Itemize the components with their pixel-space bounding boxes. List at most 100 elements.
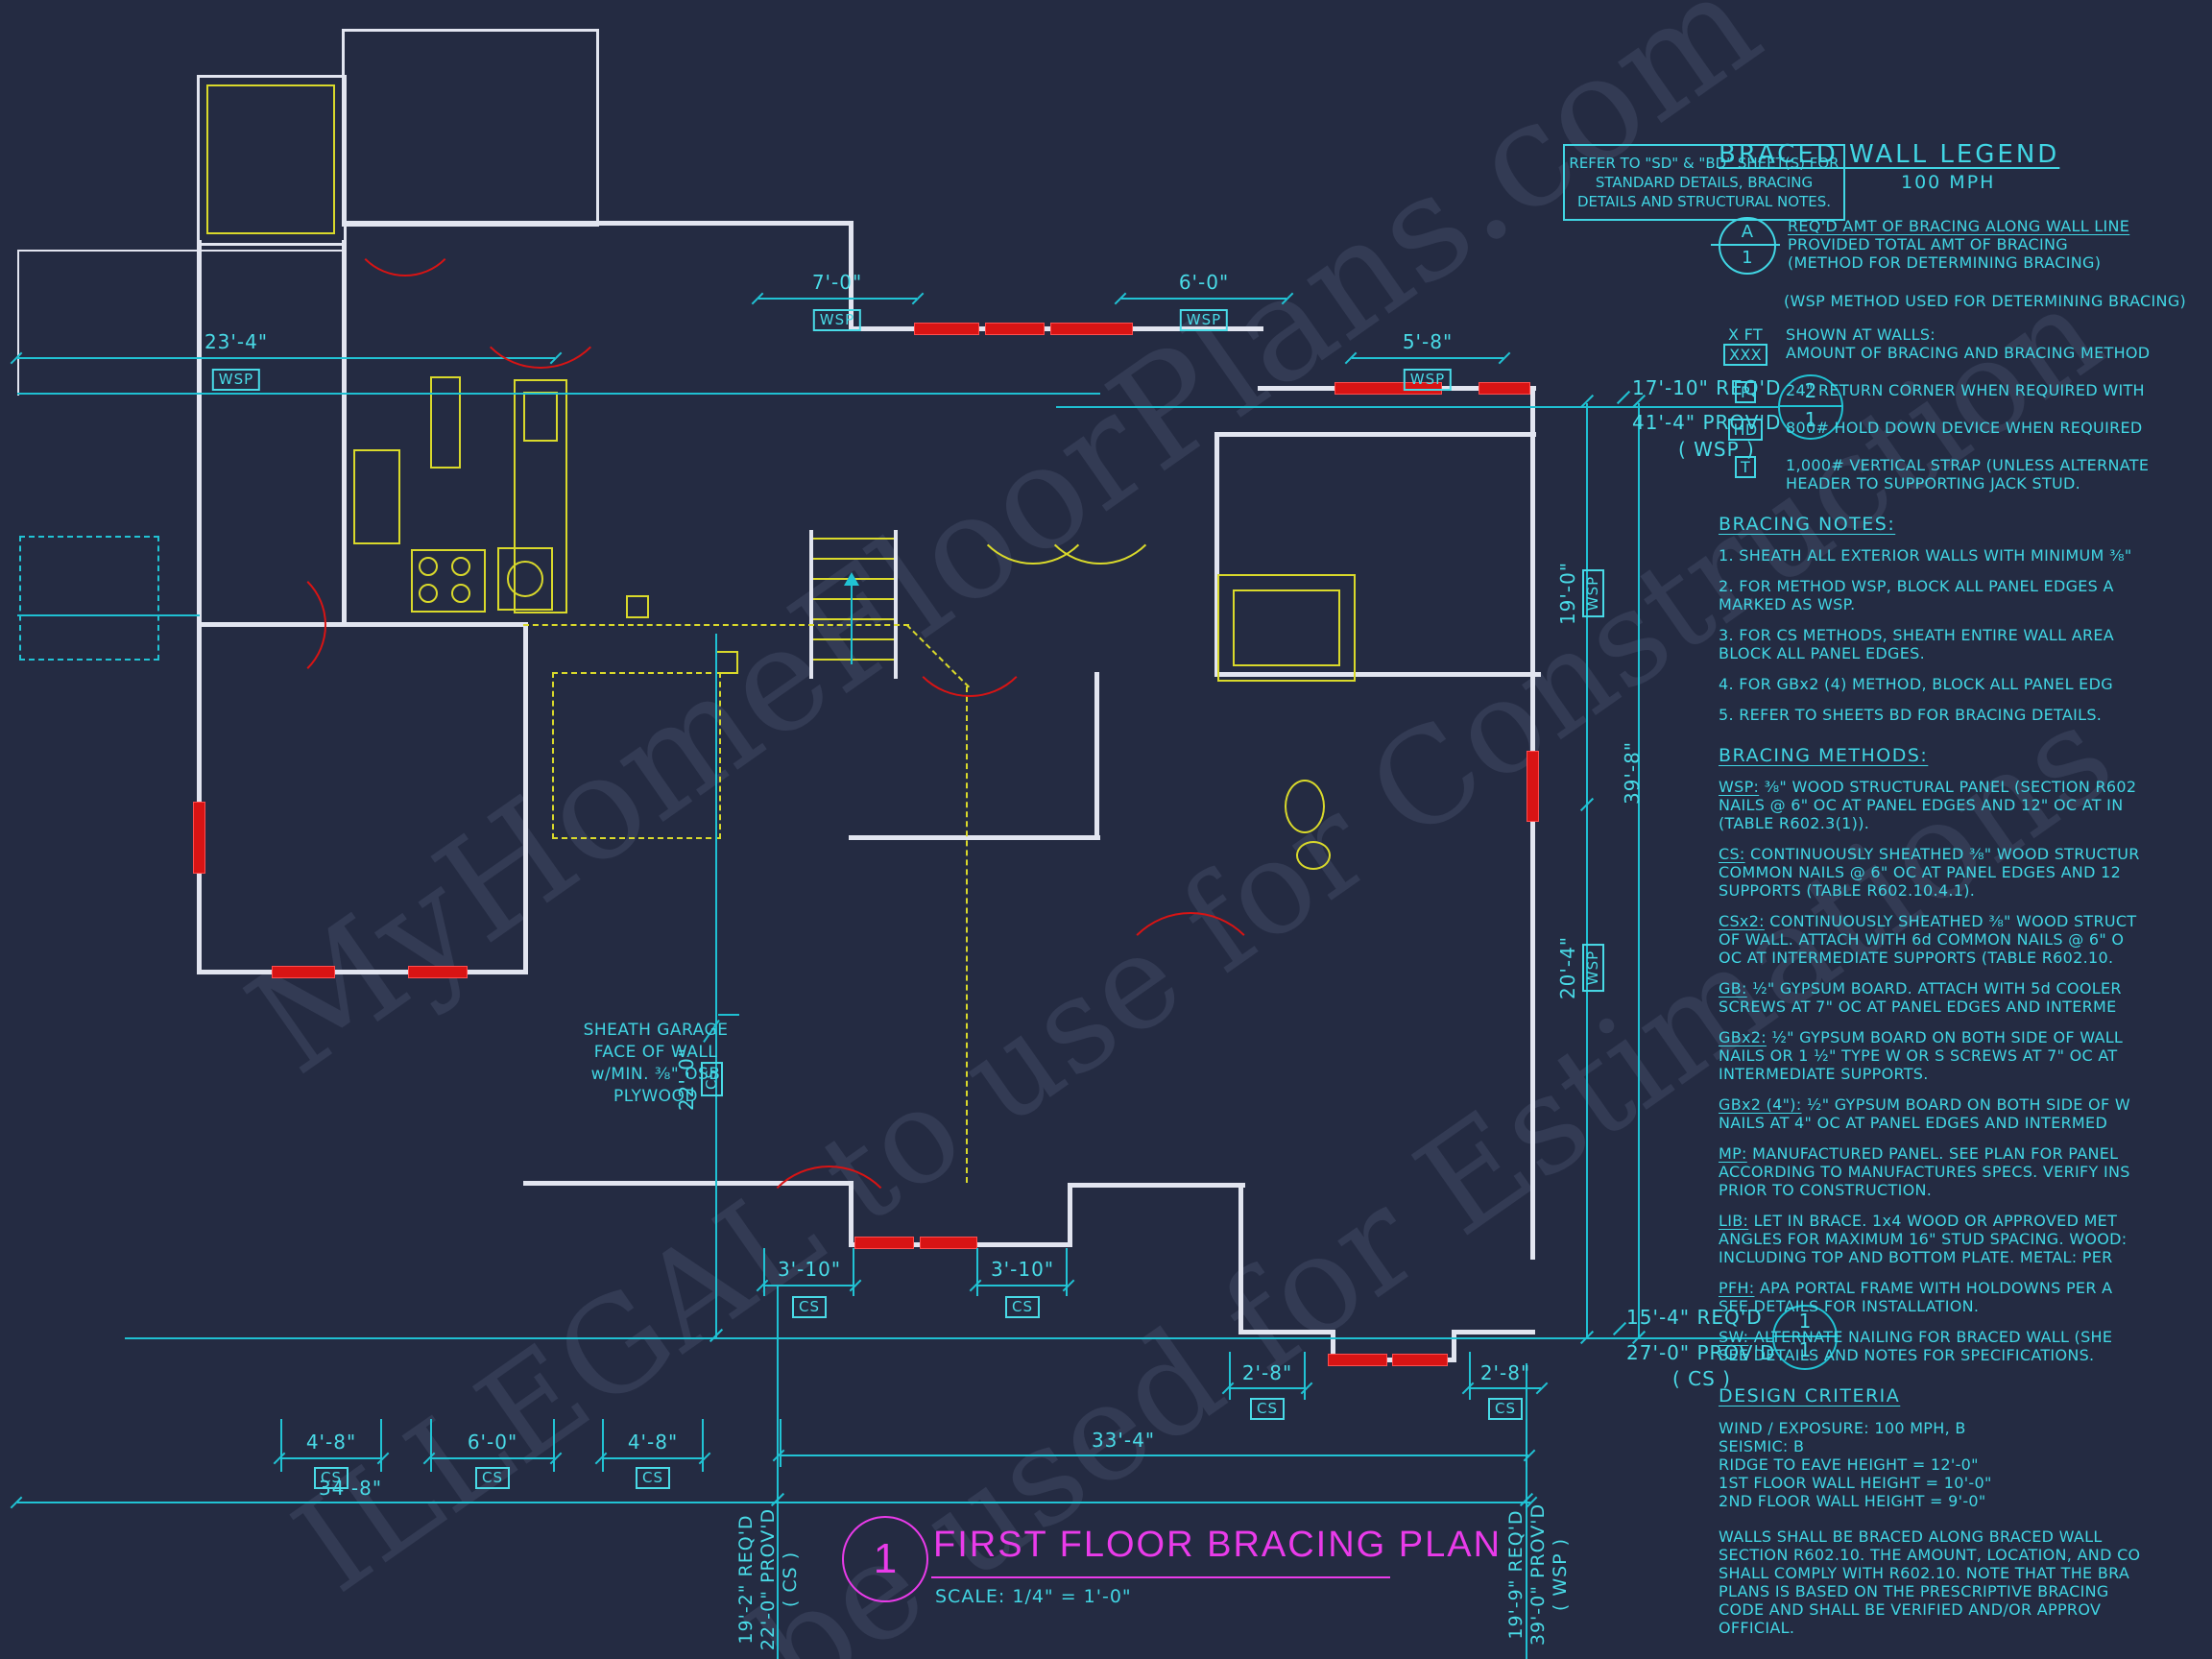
dim-method-tag: CS bbox=[636, 1467, 670, 1489]
braced-line-callout-vertical: 19'-9" REQ'D 39'-0" PROV'D ( WSP ) bbox=[1505, 1503, 1571, 1646]
dim-method-tag: CS bbox=[314, 1467, 349, 1489]
room-outline bbox=[197, 75, 347, 246]
dim-label: 3'-10" bbox=[990, 1258, 1055, 1281]
dim-label: 34'-8" bbox=[318, 1477, 383, 1500]
method-term: CSx2: bbox=[1719, 912, 1765, 930]
wall-segment bbox=[1214, 672, 1541, 677]
dim-method-tag: WSP bbox=[812, 309, 862, 331]
fixture-outline bbox=[523, 392, 558, 442]
method-term: SW: bbox=[1719, 1328, 1749, 1346]
bracing-method-wsp: WSP: ⅜" WOOD STRUCTURAL PANEL (SECTION R… bbox=[1719, 778, 2212, 832]
wall-segment bbox=[809, 530, 813, 679]
symbol-box: T bbox=[1734, 456, 1757, 478]
fixture-outline bbox=[1233, 589, 1340, 666]
wall-segment bbox=[197, 970, 528, 974]
legend-line: 800# HOLD DOWN DEVICE WHEN REQUIRED bbox=[1786, 419, 2143, 437]
legend-marker-text: REQ'D AMT OF BRACING ALONG WALL LINE PRO… bbox=[1788, 217, 2129, 272]
fixture-outline bbox=[1217, 574, 1356, 682]
method-line: ACCORDING TO MANUFACTURES SPECS. VERIFY … bbox=[1719, 1163, 2130, 1181]
note-line: PLYWOOD bbox=[613, 1087, 698, 1106]
callout-req: 19'-2" REQ'D bbox=[735, 1514, 757, 1645]
stair-arrow-line bbox=[851, 584, 853, 664]
legend-title: BRACED WALL LEGEND bbox=[1719, 140, 2060, 169]
bracing-method-gb: GB: ½" GYPSUM BOARD. ATTACH WITH 5d COOL… bbox=[1719, 979, 2212, 1016]
callout-method: ( CS ) bbox=[780, 1551, 801, 1608]
legend-line: 24" RETURN CORNER WHEN REQUIRED WITH bbox=[1786, 381, 2145, 399]
dimension-line bbox=[1121, 298, 1286, 300]
braced-wall-line bbox=[1638, 403, 1640, 1339]
method-line: LET IN BRACE. 1x4 WOOD OR APPROVED MET bbox=[1753, 1212, 2118, 1230]
marker-bottom: 1 bbox=[1742, 248, 1753, 268]
marker-top: A bbox=[1741, 222, 1754, 242]
fixture-outline bbox=[430, 376, 461, 469]
dim-label: 7'-0" bbox=[811, 271, 863, 294]
note-line: 3. FOR CS METHODS, SHEATH ENTIRE WALL AR… bbox=[1719, 626, 2115, 644]
method-line: ½" GYPSUM BOARD ON BOTH SIDE OF W bbox=[1806, 1095, 2130, 1114]
method-line: OF WALL. ATTACH WITH 6d COMMON NAILS @ 6… bbox=[1719, 930, 2125, 949]
fixture-outline bbox=[514, 379, 567, 613]
wall-segment bbox=[523, 624, 528, 974]
method-line: ½" GYPSUM BOARD. ATTACH WITH 5d COOLER bbox=[1752, 979, 2122, 998]
extension-line bbox=[1066, 1248, 1068, 1296]
wall-segment bbox=[1094, 672, 1099, 840]
extension-line bbox=[1469, 1352, 1471, 1400]
bracing-note: 5. REFER TO SHEETS BD FOR BRACING DETAIL… bbox=[1719, 706, 2212, 724]
dimension-line bbox=[280, 1457, 382, 1459]
drawing-number-circle: 1 bbox=[842, 1516, 928, 1602]
stair-tread bbox=[813, 538, 894, 540]
marker-divider bbox=[1772, 1335, 1838, 1337]
dimension-line bbox=[17, 357, 555, 359]
dimension-line bbox=[602, 1457, 704, 1459]
dimension-line bbox=[758, 298, 917, 300]
method-term: GBx2: bbox=[1719, 1028, 1767, 1046]
braced-panel bbox=[1334, 382, 1442, 395]
legend-item-text: 1,000# VERTICAL STRAP (UNLESS ALTERNATE … bbox=[1786, 456, 2149, 493]
braced-panel bbox=[920, 1237, 977, 1249]
marker-top: 1 bbox=[1798, 1310, 1812, 1333]
braced-panel bbox=[985, 323, 1045, 335]
extension-line bbox=[380, 1419, 382, 1472]
fixture-outline bbox=[353, 449, 400, 544]
wall-segment bbox=[1068, 1183, 1245, 1188]
note-line: 4. FOR GBx2 (4) METHOD, BLOCK ALL PANEL … bbox=[1719, 675, 2113, 693]
wall-segment bbox=[1238, 1183, 1243, 1334]
paragraph-line: SHALL COMPLY WITH R602.10. NOTE THAT THE… bbox=[1719, 1564, 2130, 1582]
extension-line bbox=[1304, 1352, 1306, 1400]
legend-item-hd: HD 800# HOLD DOWN DEVICE WHEN REQUIRED bbox=[1719, 419, 2212, 441]
bracing-notes-title: BRACING NOTES: bbox=[1719, 514, 1896, 535]
bracing-method-sw: SW: ALTERNATE NAILING FOR BRACED WALL (S… bbox=[1719, 1328, 2212, 1364]
criteria-line: WIND / EXPOSURE: 100 MPH, B bbox=[1719, 1419, 1966, 1437]
paragraph-line: WALLS SHALL BE BRACED ALONG BRACED WALL bbox=[1719, 1527, 2103, 1546]
wall-segment bbox=[1068, 1183, 1072, 1247]
legend-item-t: T 1,000# VERTICAL STRAP (UNLESS ALTERNAT… bbox=[1719, 456, 2212, 493]
method-line: CONTINUOUSLY SHEATHED ⅜" WOOD STRUCTUR bbox=[1750, 845, 2140, 863]
dim-label-vertical: 20'-4" WSP bbox=[1556, 936, 1604, 999]
method-term: MP: bbox=[1719, 1144, 1747, 1163]
wall-segment bbox=[1530, 386, 1535, 1260]
dim-method-tag: WSP bbox=[1582, 943, 1604, 993]
dim-label: 6'-0" bbox=[1178, 271, 1230, 294]
wall-segment bbox=[523, 1181, 854, 1186]
method-line: OC AT INTERMEDIATE SUPPORTS (TABLE R602.… bbox=[1719, 949, 2114, 967]
stair-direction-arrow-icon bbox=[844, 572, 859, 586]
legend-item-p: P 24" RETURN CORNER WHEN REQUIRED WITH bbox=[1719, 381, 2212, 403]
dim-label: 3'-10" bbox=[777, 1258, 842, 1281]
method-term: GBx2 (4"): bbox=[1719, 1095, 1802, 1114]
dim-method-tag: CS bbox=[792, 1296, 827, 1318]
range-burner-icon bbox=[419, 557, 438, 576]
braced-wall-line bbox=[715, 634, 717, 1339]
range-burner-icon bbox=[451, 584, 470, 603]
dim-method-tag: WSP bbox=[1179, 309, 1229, 331]
door-arc bbox=[902, 563, 1037, 697]
note-line: BLOCK ALL PANEL EDGES. bbox=[1719, 644, 1925, 662]
method-line: NAILS AT 4" OC AT PANEL EDGES AND INTERM… bbox=[1719, 1114, 2108, 1132]
dim-method-tag: CS bbox=[475, 1467, 510, 1489]
braced-line-marker: A 1 bbox=[1711, 217, 1780, 275]
note-line: w/MIN. ⅜" OSB bbox=[590, 1065, 721, 1084]
method-line: MANUFACTURED PANEL. SEE PLAN FOR PANEL bbox=[1752, 1144, 2119, 1163]
fixture-oval bbox=[1296, 841, 1331, 870]
door-arc bbox=[755, 1166, 903, 1314]
method-line: ANGLES FOR MAXIMUM 16" STUD SPACING. WOO… bbox=[1719, 1230, 2128, 1248]
wall-segment bbox=[1214, 432, 1536, 437]
wall-segment bbox=[1238, 1330, 1335, 1334]
